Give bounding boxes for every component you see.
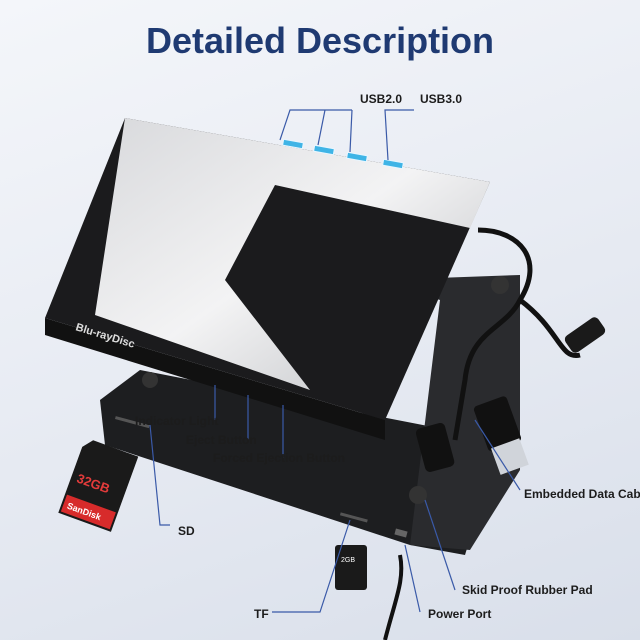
label-power-port: Power Port [428,607,492,621]
tf-card: 2GB [335,545,367,590]
drive-top-edge [45,318,385,440]
usb2-port-3 [346,151,368,163]
rubber-pad [142,372,158,388]
label-tf: TF [254,607,269,621]
sd-slot [114,416,150,429]
tf-capacity: 2GB [341,557,355,564]
label-sd: SD [178,524,195,538]
label-embedded-data-cable: Embedded Data Cable [524,487,640,501]
usb-c-plug [564,317,606,353]
usb2-port-2 [313,144,335,156]
power-cable [383,554,404,640]
sd-card: 32GB SanDisk [58,440,139,532]
label-skid-pad: Skid Proof Rubber Pad [462,583,593,597]
usb-a-plug-tip [491,438,529,475]
usb3-port [382,158,404,170]
label-indicator-light: Indicator Light [135,414,219,428]
label-eject-button: Eject Button [186,433,257,447]
data-cable-branch [518,298,581,359]
callout-lines [149,109,521,613]
label-forced-ejection-button: Forced Ejection Button [213,451,345,465]
page-title: Detailed Description [145,20,495,61]
usb2-port-1 [282,138,304,150]
cable-compartment [380,275,520,550]
label-usb3: USB3.0 [420,92,463,106]
power-port [394,528,408,538]
usb-c-plug-stored [415,422,455,472]
label-usb2: USB2.0 [360,92,403,106]
silver-panel [95,118,490,390]
rubber-pad [409,486,427,504]
rubber-pad [491,276,509,294]
tf-slot [339,512,368,523]
drive-base [100,370,500,555]
